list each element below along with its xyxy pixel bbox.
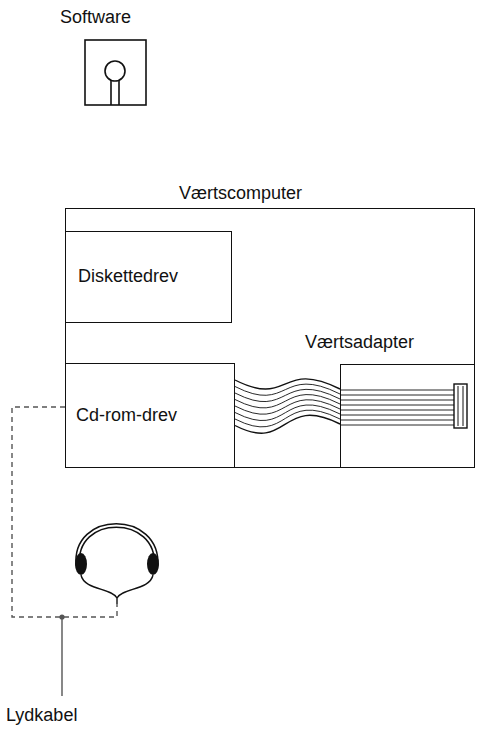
- disk-hub: [105, 61, 125, 81]
- headphones: [75, 526, 159, 605]
- ribbon-plug: [454, 384, 467, 428]
- ribbon-cable: [235, 379, 340, 433]
- drive-box: Diskettedrev: [65, 231, 232, 323]
- ribbon-inside: [340, 390, 454, 425]
- drive-box: Cd-rom-drev: [65, 363, 235, 468]
- node-label: Software: [60, 6, 131, 28]
- node-label: Værtscomputer: [179, 182, 302, 204]
- leader-line: [61, 619, 62, 696]
- leader-dot: [59, 614, 64, 619]
- host-computer: VærtscomputerDiskettedrevCd-rom-drev Vært…: [65, 180, 475, 468]
- node-label: Værtsadapter: [305, 331, 414, 353]
- floppy-disk: [85, 40, 146, 105]
- node-label: Diskettedrev: [78, 265, 178, 287]
- part-label: Lydkabel: [6, 704, 77, 726]
- node-label: Cd-rom-drev: [76, 404, 177, 426]
- disk-slot: [111, 80, 119, 105]
- software-disk: Software: [58, 6, 153, 108]
- drive-box: Værtsadapter: [305, 331, 475, 468]
- box-outline: [340, 364, 475, 468]
- plug-pins: [458, 386, 463, 426]
